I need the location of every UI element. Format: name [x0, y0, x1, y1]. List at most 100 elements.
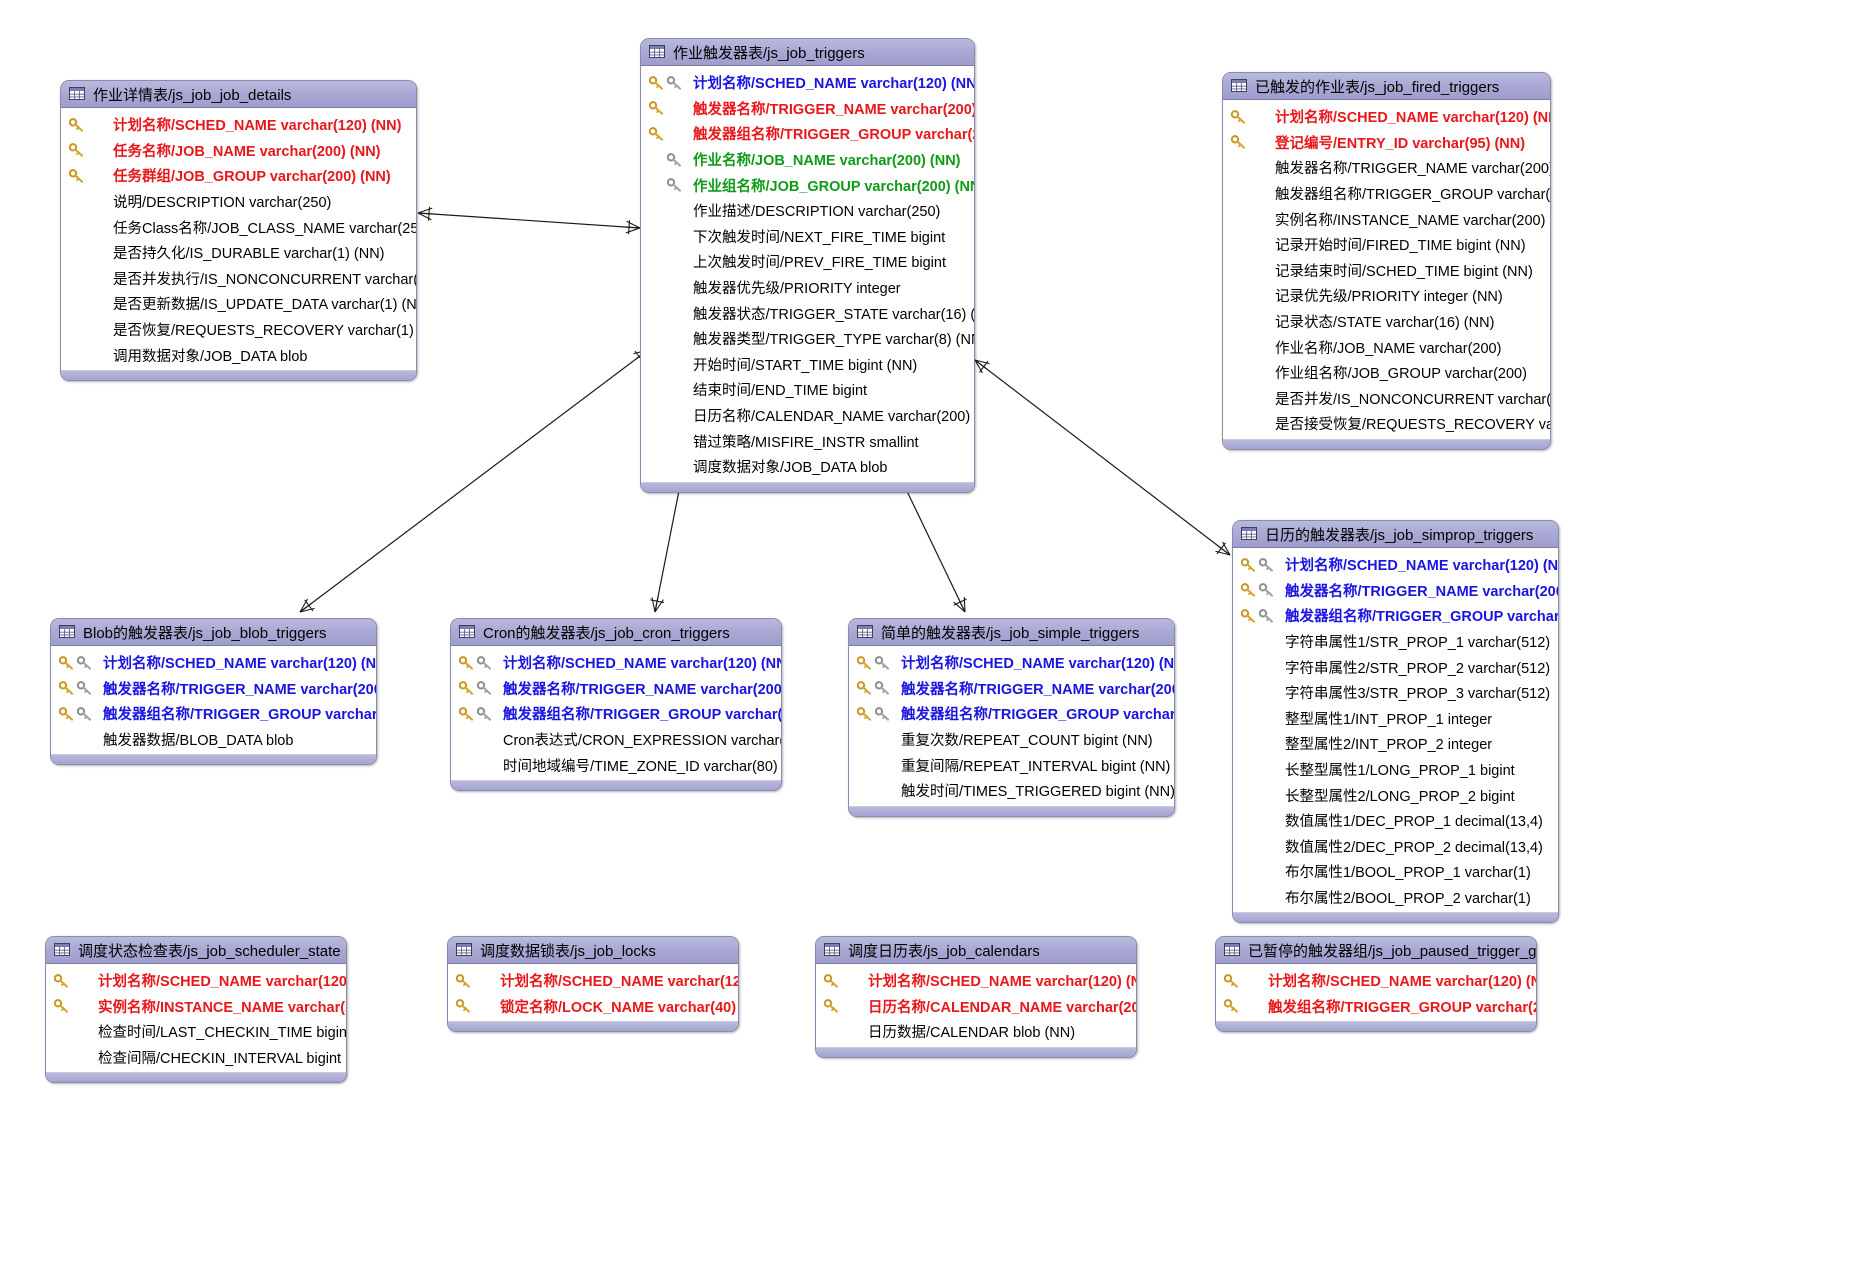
column-row[interactable]: 作业名称/JOB_NAME varchar(200) [1223, 334, 1550, 360]
column-row[interactable]: 日历名称/CALENDAR_NAME varchar(200) [641, 403, 974, 429]
column-row[interactable]: 记录开始时间/FIRED_TIME bigint (NN) [1223, 232, 1550, 258]
column-row[interactable]: 作业名称/JOB_NAME varchar(200) (NN) [641, 147, 974, 173]
relationship-line-triggers-to-blob_triggers[interactable] [299, 349, 649, 613]
column-row[interactable]: 计划名称/SCHED_NAME varchar(120) (NN) [448, 968, 738, 994]
column-row[interactable]: 时间地域编号/TIME_ZONE_ID varchar(80) [451, 752, 781, 778]
column-row[interactable]: 触发器名称/TRIGGER_NAME varchar(200) (NN) [51, 676, 376, 702]
column-row[interactable]: 是否恢复/REQUESTS_RECOVERY varchar(1) (NN) [61, 317, 416, 343]
entity-table-triggers[interactable]: 作业触发器表/js_job_triggers 计划名称/SCHED_NAME va… [640, 38, 975, 493]
entity-table-simple_triggers[interactable]: 简单的触发器表/js_job_simple_triggers 计划名称/SCHED… [848, 618, 1175, 817]
column-row[interactable]: 任务Class名称/JOB_CLASS_NAME varchar(250) (N… [61, 214, 416, 240]
column-row[interactable]: 整型属性1/INT_PROP_1 integer [1233, 706, 1558, 732]
column-row[interactable]: 计划名称/SCHED_NAME varchar(120) (NN) [849, 650, 1174, 676]
column-row[interactable]: 下次触发时间/NEXT_FIRE_TIME bigint [641, 224, 974, 250]
column-row[interactable]: 是否接受恢复/REQUESTS_RECOVERY varchar(1) [1223, 411, 1550, 437]
column-row[interactable]: 触发器组名称/TRIGGER_GROUP varchar(200) (NN) [451, 701, 781, 727]
entity-header-blob_triggers[interactable]: Blob的触发器表/js_job_blob_triggers [51, 619, 376, 646]
entity-header-triggers[interactable]: 作业触发器表/js_job_triggers [641, 39, 974, 66]
column-row[interactable]: 任务名称/JOB_NAME varchar(200) (NN) [61, 138, 416, 164]
column-row[interactable]: 调用数据对象/JOB_DATA blob [61, 342, 416, 368]
entity-table-cron_triggers[interactable]: Cron的触发器表/js_job_cron_triggers 计划名称/SCHED… [450, 618, 782, 791]
column-row[interactable]: 作业描述/DESCRIPTION varchar(250) [641, 198, 974, 224]
column-row[interactable]: 计划名称/SCHED_NAME varchar(120) (NN) [641, 70, 974, 96]
column-row[interactable]: Cron表达式/CRON_EXPRESSION varchar(120) (NN… [451, 727, 781, 753]
entity-table-fired_triggers[interactable]: 已触发的作业表/js_job_fired_triggers 计划名称/SCHED_… [1222, 72, 1551, 450]
column-row[interactable]: 作业组名称/JOB_GROUP varchar(200) [1223, 360, 1550, 386]
entity-header-cron_triggers[interactable]: Cron的触发器表/js_job_cron_triggers [451, 619, 781, 646]
column-row[interactable]: 触发时间/TIMES_TRIGGERED bigint (NN) [849, 778, 1174, 804]
column-row[interactable]: 检查间隔/CHECKIN_INTERVAL bigint (NN) [46, 1045, 346, 1071]
column-row[interactable]: 检查时间/LAST_CHECKIN_TIME bigint (NN) [46, 1019, 346, 1045]
column-row[interactable]: 计划名称/SCHED_NAME varchar(120) (NN) [816, 968, 1136, 994]
column-row[interactable]: 触发器组名称/TRIGGER_GROUP varchar(200) (NN) [51, 701, 376, 727]
column-row[interactable]: 日历数据/CALENDAR blob (NN) [816, 1019, 1136, 1045]
entity-header-simple_triggers[interactable]: 简单的触发器表/js_job_simple_triggers [849, 619, 1174, 646]
column-row[interactable]: 数值属性1/DEC_PROP_1 decimal(13,4) [1233, 808, 1558, 834]
entity-table-job_details[interactable]: 作业详情表/js_job_job_details 计划名称/SCHED_NAME … [60, 80, 417, 381]
column-row[interactable]: 登记编号/ENTRY_ID varchar(95) (NN) [1223, 130, 1550, 156]
column-row[interactable]: 开始时间/START_TIME bigint (NN) [641, 352, 974, 378]
column-row[interactable]: 字符串属性1/STR_PROP_1 varchar(512) [1233, 629, 1558, 655]
column-row[interactable]: 日历名称/CALENDAR_NAME varchar(200) (NN) [816, 994, 1136, 1020]
column-row[interactable]: 字符串属性2/STR_PROP_2 varchar(512) [1233, 654, 1558, 680]
column-row[interactable]: 重复次数/REPEAT_COUNT bigint (NN) [849, 727, 1174, 753]
column-row[interactable]: 计划名称/SCHED_NAME varchar(120) (NN) [1233, 552, 1558, 578]
column-row[interactable]: 布尔属性2/BOOL_PROP_2 varchar(1) [1233, 885, 1558, 911]
column-row[interactable]: 触发器数据/BLOB_DATA blob [51, 727, 376, 753]
column-row[interactable]: 记录优先级/PRIORITY integer (NN) [1223, 283, 1550, 309]
column-row[interactable]: 锁定名称/LOCK_NAME varchar(40) (NN) [448, 994, 738, 1020]
column-row[interactable]: 是否并发执行/IS_NONCONCURRENT varchar(1) (NN) [61, 266, 416, 292]
column-row[interactable]: 触发器名称/TRIGGER_NAME varchar(200) (NN) [641, 96, 974, 122]
column-row[interactable]: 上次触发时间/PREV_FIRE_TIME bigint [641, 249, 974, 275]
column-row[interactable]: 整型属性2/INT_PROP_2 integer [1233, 731, 1558, 757]
entity-header-fired_triggers[interactable]: 已触发的作业表/js_job_fired_triggers [1223, 73, 1550, 100]
column-row[interactable]: 触发器组名称/TRIGGER_GROUP varchar(200) (NN) [1223, 181, 1550, 207]
entity-header-locks[interactable]: 调度数据锁表/js_job_locks [448, 937, 738, 964]
entity-table-locks[interactable]: 调度数据锁表/js_job_locks 计划名称/SCHED_NAME varch… [447, 936, 739, 1033]
column-row[interactable]: 数值属性2/DEC_PROP_2 decimal(13,4) [1233, 834, 1558, 860]
column-row[interactable]: 重复间隔/REPEAT_INTERVAL bigint (NN) [849, 752, 1174, 778]
column-row[interactable]: 触发器类型/TRIGGER_TYPE varchar(8) (NN) [641, 326, 974, 352]
column-row[interactable]: 触发器名称/TRIGGER_NAME varchar(200) (NN) [451, 676, 781, 702]
column-row[interactable]: 是否更新数据/IS_UPDATE_DATA varchar(1) (NN) [61, 291, 416, 317]
relationship-line-triggers-to-simprop_triggers[interactable] [974, 359, 1231, 556]
column-row[interactable]: 长整型属性2/LONG_PROP_2 bigint [1233, 782, 1558, 808]
column-row[interactable]: 错过策略/MISFIRE_INSTR smallint [641, 428, 974, 454]
column-row[interactable]: 任务群组/JOB_GROUP varchar(200) (NN) [61, 163, 416, 189]
entity-header-scheduler_state[interactable]: 调度状态检查表/js_job_scheduler_state [46, 937, 346, 964]
column-row[interactable]: 长整型属性1/LONG_PROP_1 bigint [1233, 757, 1558, 783]
column-row[interactable]: 作业组名称/JOB_GROUP varchar(200) (NN) [641, 172, 974, 198]
entity-header-job_details[interactable]: 作业详情表/js_job_job_details [61, 81, 416, 108]
column-row[interactable]: 是否并发/IS_NONCONCURRENT varchar(1) [1223, 386, 1550, 412]
entity-table-scheduler_state[interactable]: 调度状态检查表/js_job_scheduler_state 计划名称/SCHED… [45, 936, 347, 1084]
column-row[interactable]: 调度数据对象/JOB_DATA blob [641, 454, 974, 480]
entity-header-simprop_triggers[interactable]: 日历的触发器表/js_job_simprop_triggers [1233, 521, 1558, 548]
column-row[interactable]: 触发器组名称/TRIGGER_GROUP varchar(200) (NN) [849, 701, 1174, 727]
column-row[interactable]: 触发组名称/TRIGGER_GROUP varchar(200) (NN) [1216, 994, 1536, 1020]
column-row[interactable]: 结束时间/END_TIME bigint [641, 377, 974, 403]
column-row[interactable]: 记录状态/STATE varchar(16) (NN) [1223, 309, 1550, 335]
column-row[interactable]: 计划名称/SCHED_NAME varchar(120) (NN) [51, 650, 376, 676]
column-row[interactable]: 计划名称/SCHED_NAME varchar(120) (NN) [61, 112, 416, 138]
column-row[interactable]: 布尔属性1/BOOL_PROP_1 varchar(1) [1233, 859, 1558, 885]
column-row[interactable]: 字符串属性3/STR_PROP_3 varchar(512) [1233, 680, 1558, 706]
column-row[interactable]: 计划名称/SCHED_NAME varchar(120) (NN) [1216, 968, 1536, 994]
column-row[interactable]: 计划名称/SCHED_NAME varchar(120) (NN) [1223, 104, 1550, 130]
column-row[interactable]: 触发器优先级/PRIORITY integer [641, 275, 974, 301]
entity-header-calendars[interactable]: 调度日历表/js_job_calendars [816, 937, 1136, 964]
entity-header-paused_trigger_grps[interactable]: 已暂停的触发器组/js_job_paused_trigger_grps [1216, 937, 1536, 964]
column-row[interactable]: 触发器名称/TRIGGER_NAME varchar(200) (NN) [849, 676, 1174, 702]
column-row[interactable]: 实例名称/INSTANCE_NAME varchar(200) (NN) [46, 994, 346, 1020]
entity-table-calendars[interactable]: 调度日历表/js_job_calendars 计划名称/SCHED_NAME va… [815, 936, 1137, 1058]
entity-table-blob_triggers[interactable]: Blob的触发器表/js_job_blob_triggers 计划名称/SCHED… [50, 618, 377, 766]
column-row[interactable]: 计划名称/SCHED_NAME varchar(120) (NN) [451, 650, 781, 676]
column-row[interactable]: 计划名称/SCHED_NAME varchar(120) (NN) [46, 968, 346, 994]
column-row[interactable]: 触发器名称/TRIGGER_NAME varchar(200) (NN) [1233, 578, 1558, 604]
column-row[interactable]: 是否持久化/IS_DURABLE varchar(1) (NN) [61, 240, 416, 266]
column-row[interactable]: 实例名称/INSTANCE_NAME varchar(200) (NN) [1223, 206, 1550, 232]
column-row[interactable]: 说明/DESCRIPTION varchar(250) [61, 189, 416, 215]
column-row[interactable]: 触发器组名称/TRIGGER_GROUP varchar(200) (NN) [641, 121, 974, 147]
entity-table-paused_trigger_grps[interactable]: 已暂停的触发器组/js_job_paused_trigger_grps 计划名称/… [1215, 936, 1537, 1033]
column-row[interactable]: 触发器名称/TRIGGER_NAME varchar(200) (NN) [1223, 155, 1550, 181]
relationship-line-job_details-to-triggers[interactable] [417, 212, 641, 229]
